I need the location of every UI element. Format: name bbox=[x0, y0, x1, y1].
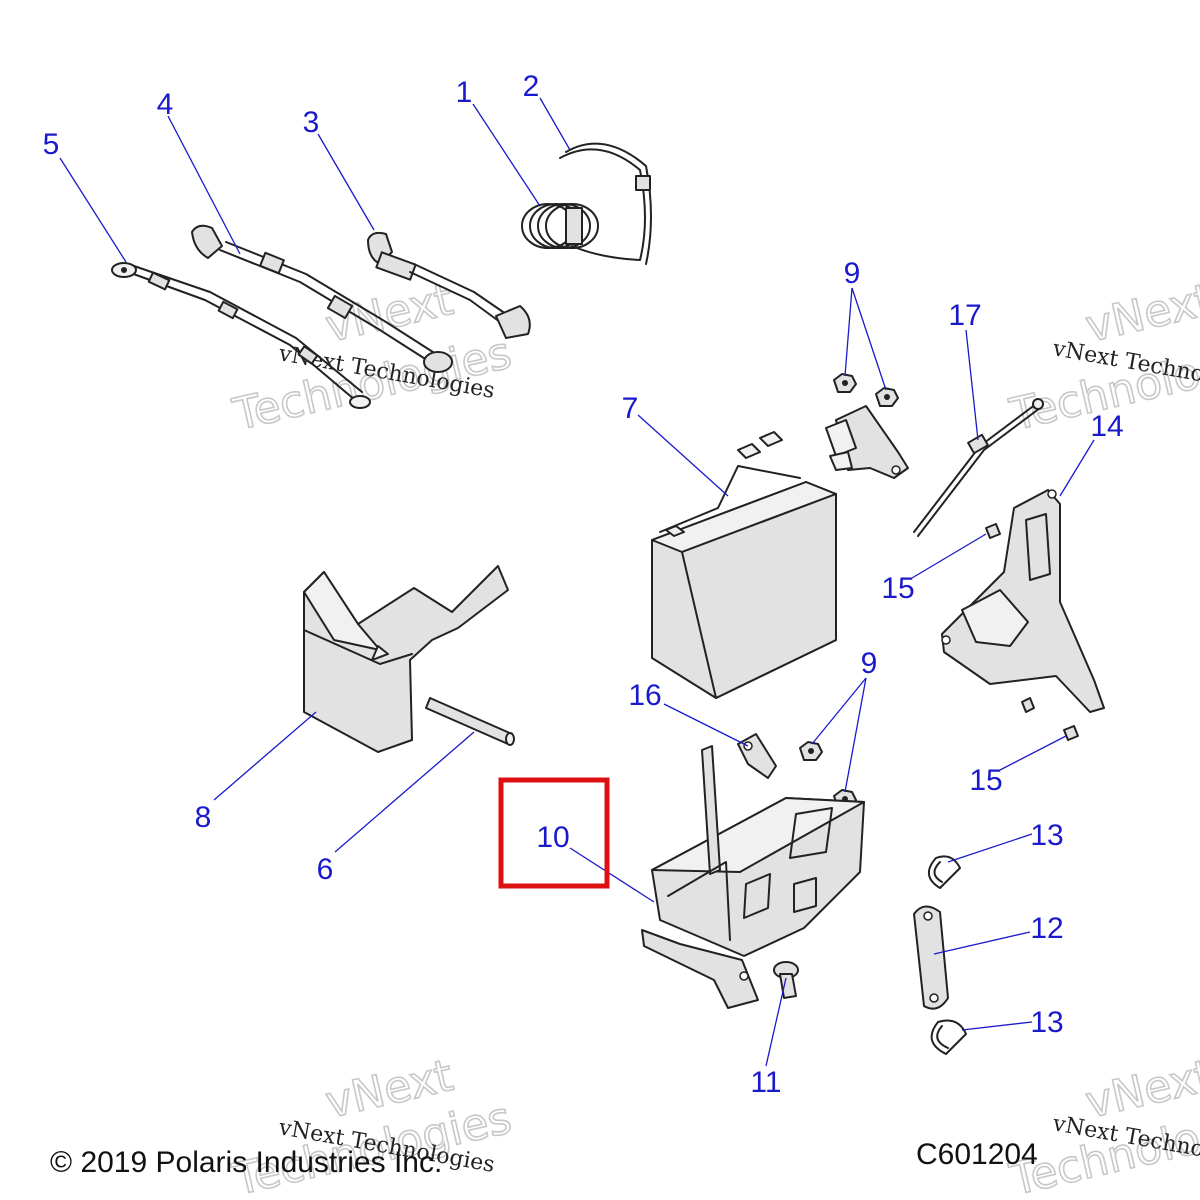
callout-3[interactable]: 3 bbox=[303, 106, 320, 139]
leader-9a-1 bbox=[844, 287, 853, 377]
leader-15a bbox=[911, 533, 987, 579]
part-8-battery-cover bbox=[303, 565, 509, 753]
callout-13-top[interactable]: 13 bbox=[1030, 819, 1063, 852]
part-3-lead bbox=[367, 231, 531, 339]
part-6-rod bbox=[425, 697, 515, 746]
watermark-top-left: vNext Technologies vNext Technologies bbox=[227, 273, 516, 441]
callouts: 1 2 3 4 5 6 7 8 9 9 10 11 12 13 13 14 15… bbox=[43, 70, 1124, 1099]
part-9-nuts-top bbox=[833, 373, 899, 407]
part-2-strap bbox=[559, 142, 652, 265]
part-5-battery-cable bbox=[111, 262, 371, 409]
drawing-code: C601204 bbox=[916, 1138, 1038, 1171]
callout-13-bottom[interactable]: 13 bbox=[1030, 1006, 1063, 1039]
callout-15-bottom[interactable]: 15 bbox=[969, 764, 1002, 797]
leader-14 bbox=[1059, 439, 1095, 497]
callout-9-bottom[interactable]: 9 bbox=[861, 647, 878, 680]
leader-2 bbox=[539, 97, 571, 151]
leader-9b-2 bbox=[844, 677, 867, 793]
leader-8 bbox=[213, 711, 317, 801]
part-13-d-ring-top bbox=[928, 855, 961, 889]
watermark-big-line1: vNext bbox=[1081, 274, 1200, 353]
callout-10[interactable]: 10 bbox=[536, 821, 569, 854]
part-14-bracket bbox=[941, 489, 1105, 713]
watermark-bottom-right: vNext Technologies vNext Technologies bbox=[1004, 1049, 1200, 1200]
callout-14[interactable]: 14 bbox=[1090, 410, 1123, 443]
callout-17[interactable]: 17 bbox=[948, 299, 981, 332]
callout-1[interactable]: 1 bbox=[456, 76, 473, 109]
callout-12[interactable]: 12 bbox=[1030, 912, 1063, 945]
part-10-battery-tray bbox=[641, 745, 865, 1009]
leader-11 bbox=[765, 977, 787, 1067]
callout-10-highlight-box bbox=[498, 777, 610, 889]
part-13-d-ring-bottom bbox=[930, 1019, 967, 1055]
part-15-bolts bbox=[985, 523, 1079, 741]
leader-12 bbox=[933, 931, 1031, 955]
leader-1 bbox=[472, 103, 541, 207]
part-4-positive-cable bbox=[191, 224, 453, 373]
leader-3 bbox=[317, 133, 375, 231]
callout-2[interactable]: 2 bbox=[523, 70, 540, 103]
callout-7[interactable]: 7 bbox=[622, 392, 639, 425]
callout-8[interactable]: 8 bbox=[195, 801, 212, 834]
leader-9a-2 bbox=[851, 287, 887, 391]
callout-5[interactable]: 5 bbox=[43, 128, 60, 161]
leader-lines bbox=[59, 97, 1095, 1067]
leader-16 bbox=[663, 703, 749, 747]
leader-13a bbox=[947, 833, 1033, 863]
callout-11[interactable]: 11 bbox=[750, 1066, 781, 1099]
leader-15b bbox=[999, 735, 1067, 771]
leader-17 bbox=[965, 329, 979, 441]
callout-9-top[interactable]: 9 bbox=[844, 257, 861, 290]
solenoid-relay bbox=[825, 405, 909, 479]
part-16-clip bbox=[737, 733, 777, 779]
leader-4 bbox=[167, 115, 241, 255]
callout-15-top[interactable]: 15 bbox=[881, 572, 914, 605]
part-11-bolt bbox=[773, 961, 799, 999]
leader-10 bbox=[569, 847, 655, 903]
part-17-vent-tube bbox=[913, 398, 1044, 537]
callout-4[interactable]: 4 bbox=[157, 88, 174, 121]
part-12-link bbox=[913, 905, 949, 1010]
leader-6 bbox=[334, 731, 475, 853]
leader-13b bbox=[961, 1021, 1033, 1031]
callout-6[interactable]: 6 bbox=[317, 853, 334, 886]
part-1-coil bbox=[521, 203, 599, 249]
leader-7 bbox=[637, 414, 729, 497]
callout-16[interactable]: 16 bbox=[628, 679, 661, 712]
part-7-battery bbox=[651, 431, 837, 699]
copyright-text: © 2019 Polaris Industries Inc. bbox=[50, 1146, 442, 1179]
leader-9b-1 bbox=[811, 677, 867, 745]
leader-5 bbox=[59, 157, 127, 263]
